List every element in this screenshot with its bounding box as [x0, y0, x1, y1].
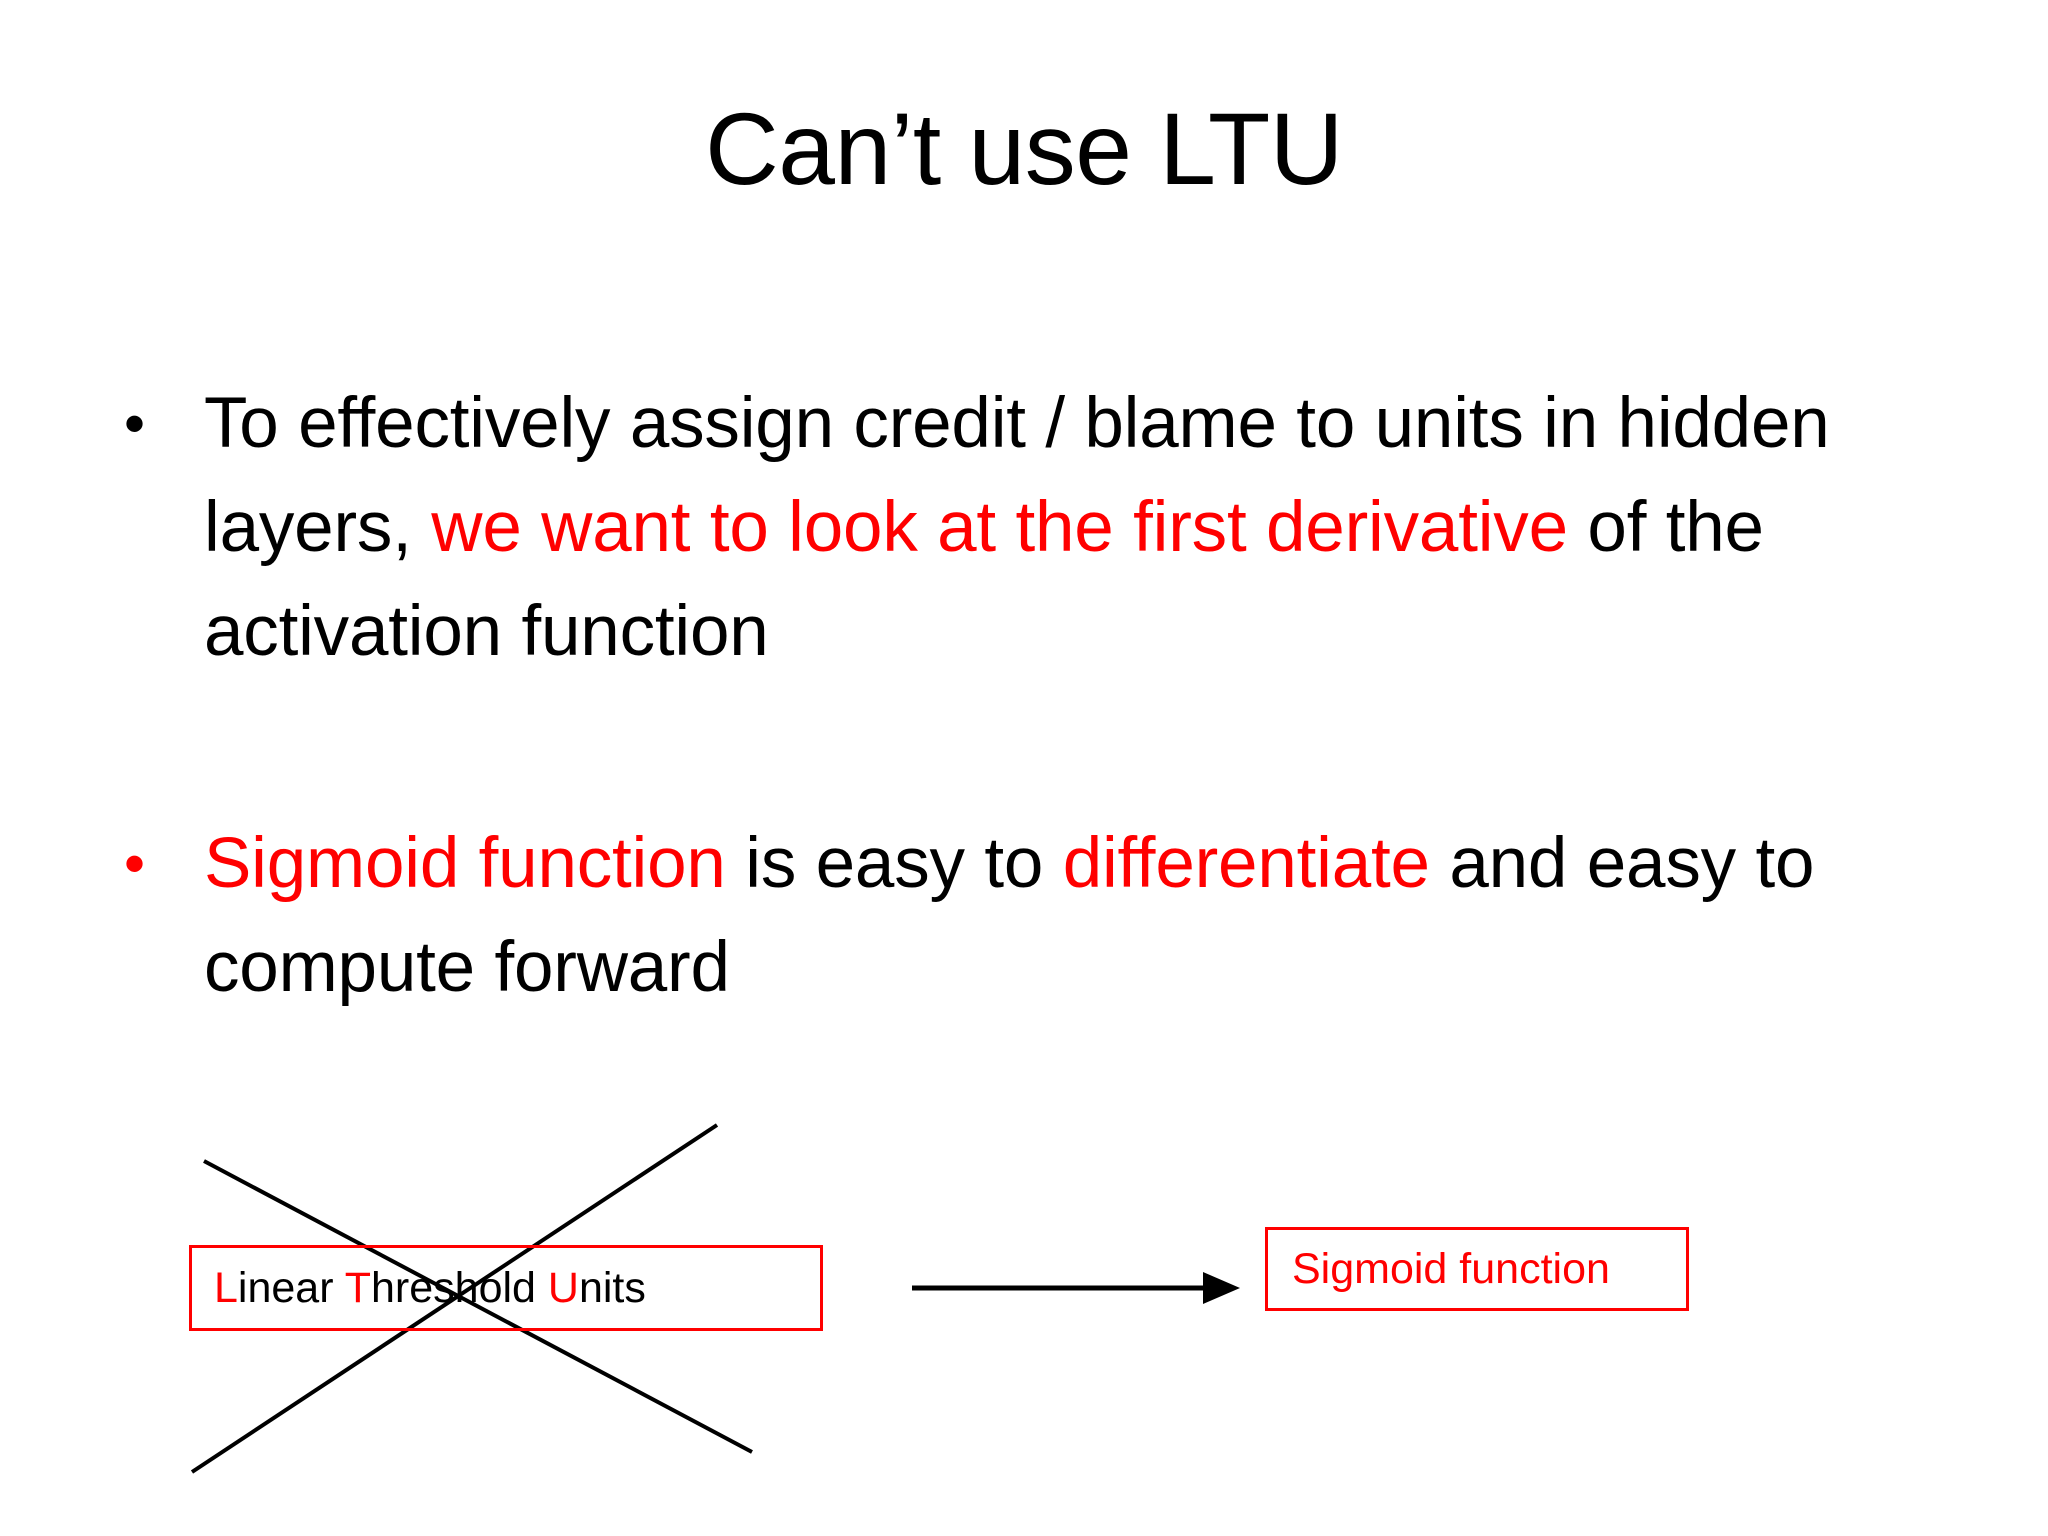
ltu-text-nits: nits [578, 1263, 646, 1312]
ltu-text-inear: inear [237, 1263, 345, 1312]
sigmoid-box: Sigmoid function [1265, 1227, 1689, 1311]
sigmoid-box-label: Sigmoid function [1292, 1244, 1610, 1293]
ltu-box: Linear Threshold Units [189, 1245, 823, 1331]
bullet-item-2: • Sigmoid function is easy to differenti… [118, 812, 1968, 1020]
bullet-2-run-2: is easy to [725, 824, 1063, 903]
bullet-list: • To effectively assign credit / blame t… [118, 372, 1968, 1020]
bullet-1-run-1: To effectively assign credit / blame to … [204, 384, 1830, 567]
bullet-spacer [118, 684, 1968, 812]
bullet-1-run-2-highlight: we want to look at the first derivative [431, 488, 1568, 567]
ltu-accent-u: U [547, 1263, 579, 1312]
bullet-2-run-1-highlight: Sigmoid function [204, 824, 726, 903]
bullet-2-run-4: and easy to compute forward [204, 824, 1815, 1007]
ltu-box-label: Linear Threshold Units [214, 1263, 646, 1312]
bullet-2-run-3-highlight: differentiate [1062, 824, 1430, 903]
bullet-item-1: • To effectively assign credit / blame t… [118, 372, 1968, 684]
bullet-marker-icon: • [124, 830, 145, 897]
ltu-text-hreshold: hreshold [371, 1263, 548, 1312]
bullet-marker-icon: • [124, 390, 145, 457]
right-arrow-icon [912, 1272, 1240, 1304]
cross-out-x-icon [190, 1123, 753, 1474]
page-title: Can’t use LTU [705, 92, 1343, 206]
ltu-accent-l: L [214, 1263, 238, 1312]
ltu-accent-t: T [344, 1263, 371, 1312]
bullet-1-run-3: of the activation function [204, 488, 1764, 671]
